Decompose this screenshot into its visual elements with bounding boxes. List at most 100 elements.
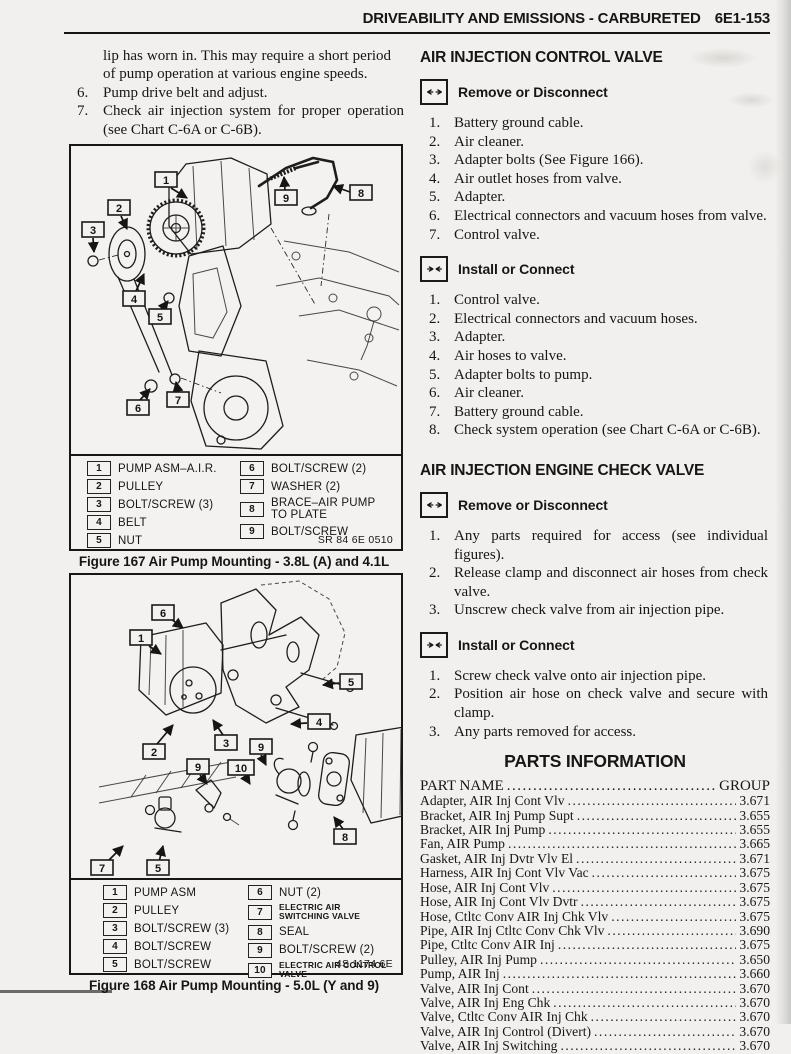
legend-label: BELT <box>118 516 147 529</box>
parts-header-name: PART NAME <box>420 778 504 795</box>
part-group-number: 3.675 <box>739 908 770 924</box>
part-name: Hose, Ctltc Conv AIR Inj Chk Vlv <box>420 908 609 924</box>
part-group-number: 3.690 <box>739 922 770 938</box>
legend-number-box: 1 <box>87 461 111 477</box>
legend-label: NUT <box>118 534 143 547</box>
step-text: Screw check valve onto air injection pip… <box>454 667 706 684</box>
legend-label: PUMP ASM <box>134 886 197 899</box>
remove-disconnect-icon <box>420 79 448 105</box>
step-number: 1. <box>429 527 441 544</box>
leader-dots: ........................................… <box>607 923 737 938</box>
leader-dots: ........................................… <box>539 952 736 967</box>
svg-text:10: 10 <box>235 763 247 775</box>
part-row: Pulley, AIR Inj Pump....................… <box>420 951 770 967</box>
step-number: 4. <box>429 347 441 364</box>
part-group-number: 3.650 <box>739 951 770 967</box>
op-label: Install or Connect <box>458 261 575 278</box>
part-group-number: 3.660 <box>739 966 770 982</box>
leader-dots: ........................................… <box>576 808 737 823</box>
svg-text:4: 4 <box>316 717 323 729</box>
section-title-air-injection-engine-check-valve: AIR INJECTION ENGINE CHECK VALVE <box>420 461 705 479</box>
control-valve-pump-art <box>273 726 401 831</box>
install-connect-heading: Install or Connect <box>420 631 770 658</box>
step-number: 2. <box>429 310 441 327</box>
scan-edge-shadow <box>775 0 791 1024</box>
callout-3: 3 <box>81 221 105 238</box>
callout-7: 7 <box>166 391 190 408</box>
part-row: Gasket, AIR Inj Dvtr Vlv El.............… <box>420 851 770 866</box>
svg-text:9: 9 <box>195 762 201 774</box>
leader-dots: ........................................… <box>591 866 737 881</box>
step-text: Adapter. <box>454 189 506 206</box>
part-name: Pipe, Ctltc Conv AIR Inj <box>420 937 555 953</box>
legend-item: 5 NUT <box>87 533 240 549</box>
leader-dots: ........................................… <box>552 880 736 895</box>
svg-text:5: 5 <box>155 863 161 875</box>
step: 8. Check system operation (see Chart C-6A… <box>420 421 770 440</box>
legend-number-box: 4 <box>87 515 111 531</box>
step-text: Position air hose on check valve and sec… <box>454 686 768 722</box>
switching-valve-art <box>98 760 240 833</box>
intro-paragraph: lip has worn in. This may require a shor… <box>103 48 391 83</box>
section-title-air-injection-control-valve: AIR INJECTION CONTROL VALVE <box>420 49 663 66</box>
step-text: Check air injection system for proper op… <box>103 103 404 138</box>
part-row: Valve, AIR Inj Control (Divert).........… <box>420 1024 770 1039</box>
op-label: Remove or Disconnect <box>458 496 608 513</box>
step: 3. Unscrew check valve from air injection… <box>420 601 770 620</box>
part-group-number: 3.670 <box>739 1038 770 1054</box>
remove-disconnect-heading: Remove or Disconnect <box>420 79 770 105</box>
step-number: 3. <box>429 602 441 619</box>
scan-smudge <box>748 150 782 184</box>
part-group-number: 3.675 <box>739 894 770 910</box>
legend-label: PULLEY <box>134 904 180 917</box>
step: 6.Electrical connectors and vacuum hoses… <box>420 207 770 226</box>
step-text: Any parts removed for access. <box>454 723 637 740</box>
legend-number-box: 8 <box>248 924 272 940</box>
part-row: Valve, AIR Inj Eng Chk..................… <box>420 995 770 1010</box>
svg-text:8: 8 <box>342 832 348 844</box>
legend-number-box: 6 <box>248 885 272 901</box>
step-text: Air hoses to valve. <box>454 347 567 364</box>
step-number: 8. <box>429 422 441 439</box>
remove-disconnect-icon <box>420 491 448 518</box>
callout-2: 2 <box>107 199 131 216</box>
step: 3.Adapter. <box>420 328 770 347</box>
part-name: Pipe, AIR Inj Ctltc Conv Chk Vlv <box>420 922 605 938</box>
svg-text:8: 8 <box>358 188 364 200</box>
step-number: 6. <box>429 385 441 402</box>
leader-dots: ........................................… <box>594 1024 737 1039</box>
part-row: Hose, AIR Inj Cont Vlv Dvtr.............… <box>420 894 770 910</box>
legend-label: BOLT/SCREW <box>134 958 212 971</box>
part-name: Fan, AIR Pump <box>420 836 505 852</box>
svg-text:7: 7 <box>99 863 105 875</box>
part-name: Bracket, AIR Inj Pump Supt <box>420 807 574 823</box>
step-number: 7. <box>429 226 441 243</box>
step-number: 1. <box>429 667 441 684</box>
legend-number-box: 5 <box>87 533 111 549</box>
legend-separator <box>71 878 401 881</box>
step: 2.Electrical connectors and vacuum hoses… <box>420 310 770 329</box>
part-group-number: 3.675 <box>739 937 770 953</box>
callout-6: 6 <box>126 399 150 416</box>
step-text: Unscrew check valve from air injection p… <box>454 602 725 619</box>
callout-4: 4 <box>122 290 146 307</box>
step-number: 2. <box>429 133 441 150</box>
legend-number-box: 8 <box>240 501 264 517</box>
part-group-number: 3.665 <box>739 836 770 852</box>
part-group-number: 3.655 <box>739 822 770 838</box>
leader-dots: ........................................… <box>557 938 737 953</box>
callout-5: 5 <box>339 673 363 690</box>
legend-label: BOLT/SCREW (2) <box>271 462 367 475</box>
step-text: Check system operation (see Chart C-6A o… <box>454 422 761 439</box>
svg-text:4: 4 <box>131 294 138 306</box>
step-text: Any parts required for access (see indiv… <box>454 527 768 563</box>
figure-ref-code: 4S 1174 6E <box>335 958 393 971</box>
